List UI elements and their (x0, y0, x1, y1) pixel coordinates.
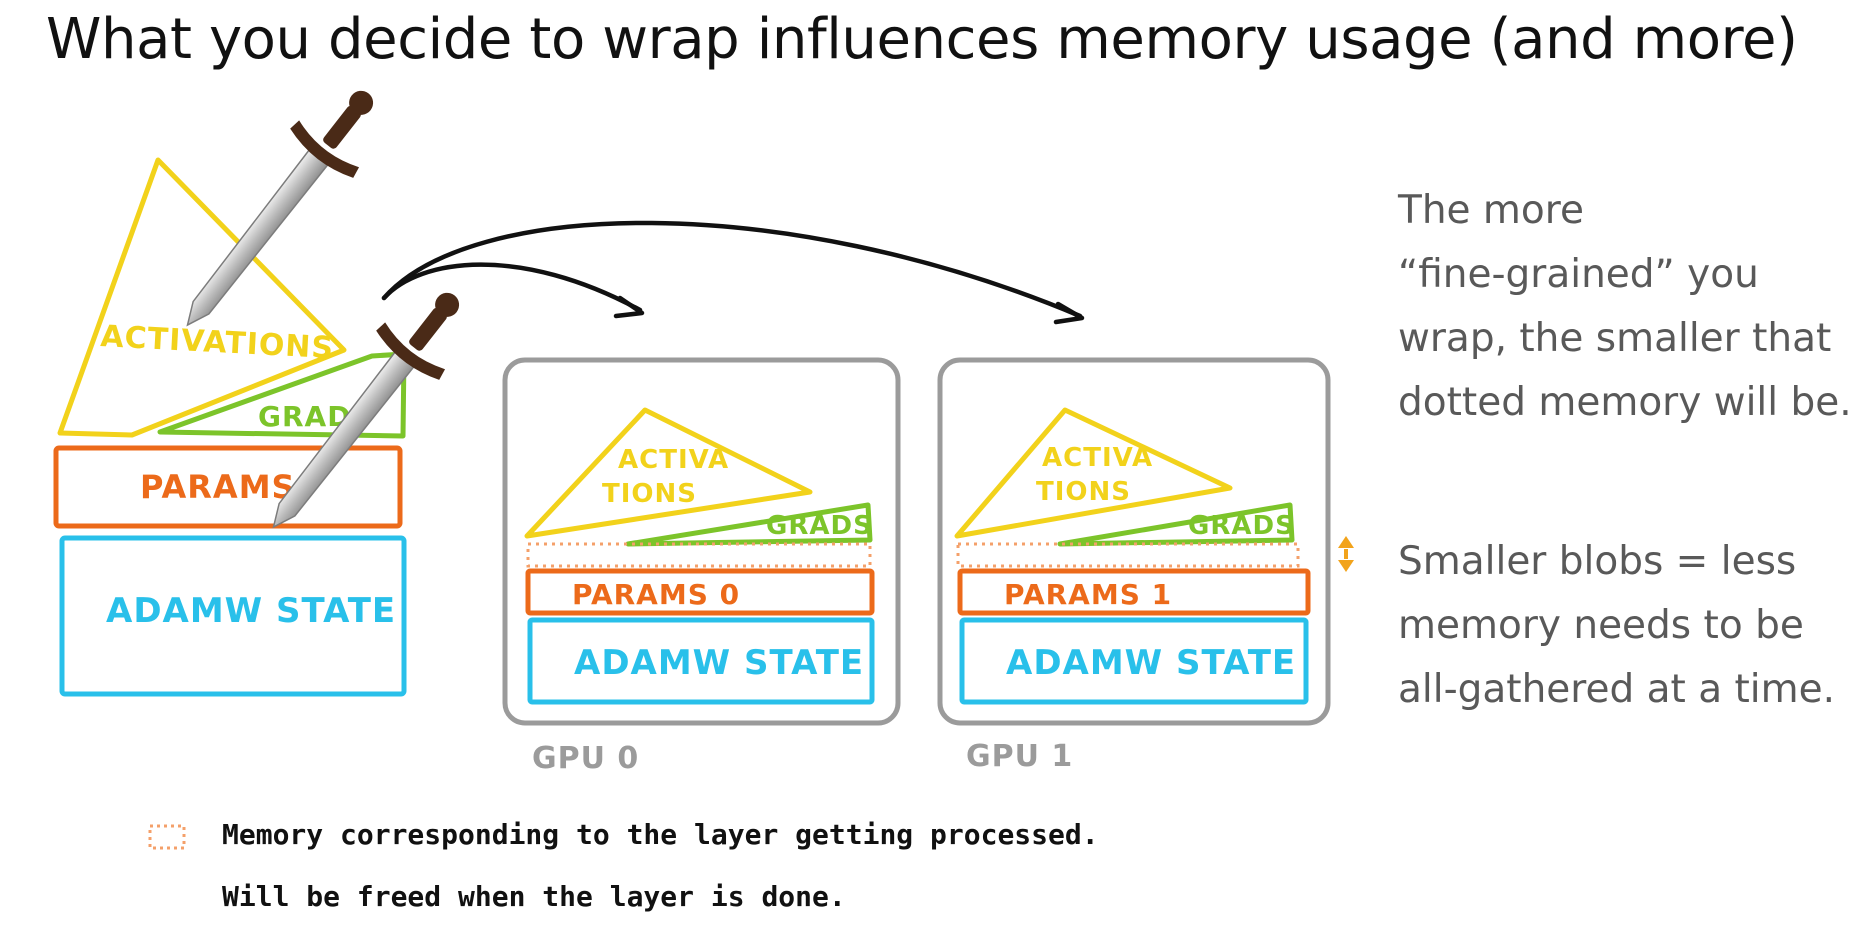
left-params-label: PARAMS (140, 468, 296, 506)
gpu-0-adamw-box (527, 617, 875, 705)
side-note-line: all-gathered at a time. (1398, 667, 1836, 712)
gpu-1-activations-label-1: ACTIVA (1042, 443, 1153, 473)
gpu-0-panel: ACTIVA TIONS GRADS PARAMS 0 ADAMW STATE … (502, 357, 901, 776)
side-note-line: dotted memory will be. (1398, 380, 1852, 425)
left-activations-triangle (57, 157, 347, 438)
gpu-0-grads-shape (625, 502, 873, 547)
side-note-line: Smaller blobs = less (1398, 539, 1797, 584)
gpu-1-dotted-memory (956, 542, 1300, 568)
side-note-line: The more (1398, 188, 1584, 233)
page-title: What you decide to wrap influences memor… (46, 7, 1798, 72)
gpu-1-params-label: PARAMS 1 (1004, 578, 1172, 611)
side-note-paragraph-2: Smaller blobs = less memory needs to be … (1398, 530, 1835, 722)
side-note-line: “fine-grained” you (1398, 252, 1759, 297)
gpu-1-adamw-box (959, 617, 1309, 705)
gpu-1-adamw-label: ADAMW STATE (1006, 643, 1296, 683)
gpu-1-panel: ACTIVA TIONS GRADS PARAMS 1 ADAMW STATE … (937, 357, 1331, 774)
gpu-0-params-box (525, 568, 875, 616)
side-note-paragraph-1: The more “fine-grained” you wrap, the sm… (1398, 179, 1852, 435)
gpu-0-activations-triangle (524, 407, 813, 539)
gpu-1-box (937, 357, 1331, 726)
gpu-1-grads-shape (1057, 502, 1295, 547)
gpu-1-params-box (957, 568, 1311, 616)
arrow-icon (381, 220, 1085, 325)
left-adamw-box (59, 535, 407, 697)
legend-line-1: Memory corresponding to the layer gettin… (222, 818, 1099, 851)
gpu-0-box (502, 357, 901, 726)
gpu-1-activations-triangle (954, 407, 1233, 539)
legend-line-2: Will be freed when the layer is done. (222, 880, 846, 913)
arrow-icon (381, 262, 645, 319)
gpu-0-adamw-label: ADAMW STATE (574, 643, 864, 683)
gpu-1-activations-label-2: TIONS (1036, 477, 1131, 507)
gpu-0-grads-label: GRADS (766, 511, 873, 541)
left-params-box (53, 445, 403, 529)
gpu-0-activations-label-2: TIONS (602, 479, 697, 509)
sword-icon (155, 68, 401, 351)
left-adamw-label: ADAMW STATE (106, 591, 396, 631)
left-activations-label: ACTIVATIONS (100, 319, 335, 366)
gpu-1-grads-label: GRADS (1188, 511, 1295, 541)
gpu-1-label: GPU 1 (966, 739, 1073, 774)
left-grads-label: GRAD (258, 400, 351, 433)
double-arrow-icon (1338, 536, 1354, 572)
side-note-line: wrap, the smaller that (1398, 316, 1832, 361)
gpu-0-dotted-memory (526, 542, 872, 568)
dotted-box-icon (148, 824, 186, 850)
gpu-0-label: GPU 0 (532, 741, 639, 776)
gpu-0-activations-label-1: ACTIVA (618, 445, 729, 475)
side-note-line: memory needs to be (1398, 603, 1804, 648)
left-memory-stack: ACTIVATIONS GRAD PARAMS ADAMW STATE (53, 157, 407, 697)
gpu-0-params-label: PARAMS 0 (572, 578, 740, 611)
